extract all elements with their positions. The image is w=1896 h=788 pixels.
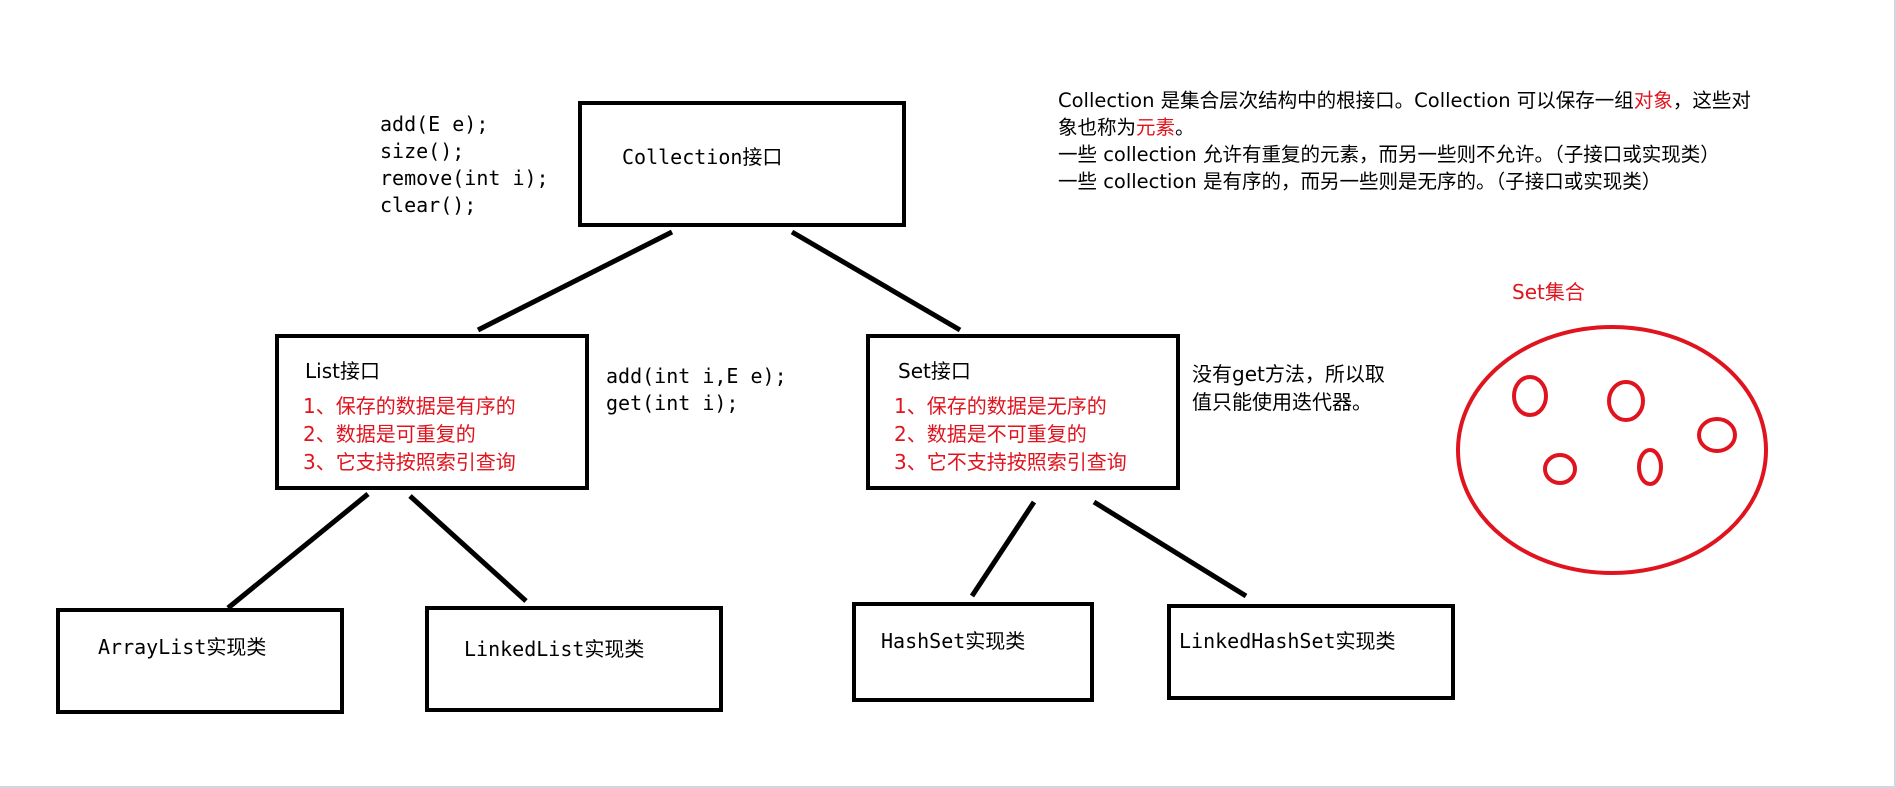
method-text: add(int i,E e); [606, 364, 787, 388]
note-line-2: 象也称为元素。 [1058, 116, 1195, 139]
edge-set-linkedhashset [1092, 499, 1248, 599]
note-line-4: 一些 collection 是有序的，而另一些则是无序的。（子接口或实现类） [1058, 170, 1662, 193]
hashset-label: HashSet实现类 [881, 629, 1026, 653]
list-interface-box: List接口 1、保存的数据是有序的 2、数据是可重复的 3、它支持按照索引查询 [275, 334, 589, 490]
set-element [1607, 380, 1645, 422]
edge-set-hashset [969, 500, 1037, 598]
set-illustration-label: Set集合 [1512, 280, 1585, 304]
note-line-1: Collection 是集合层次结构中的根接口。Collection 可以保存一… [1058, 89, 1751, 112]
collection-description: Collection 是集合层次结构中的根接口。Collection 可以保存一… [1058, 87, 1751, 195]
method-text: clear(); [380, 193, 477, 217]
list-methods: add(int i,E e); get(int i); [606, 363, 787, 417]
set-note-line: 没有get方法，所以取 [1192, 362, 1385, 386]
collection-interface-label: Collection接口 [622, 145, 783, 169]
method-text: get(int i); [606, 391, 739, 415]
set-iterator-note: 没有get方法，所以取 值只能使用迭代器。 [1192, 360, 1385, 416]
list-point: 2、数据是可重复的 [303, 422, 476, 446]
collection-methods: add(E e); size(); remove(int i); clear()… [380, 111, 549, 219]
set-element [1512, 375, 1548, 417]
highlight-objects: 对象 [1633, 89, 1673, 112]
list-point: 3、它支持按照索引查询 [303, 450, 516, 474]
set-element [1697, 417, 1737, 453]
method-text: remove(int i); [380, 166, 549, 190]
method-text: size(); [380, 139, 465, 163]
highlight-elements: 元素 [1136, 116, 1176, 139]
set-point: 2、数据是不可重复的 [894, 422, 1087, 446]
linkedlist-label: LinkedList实现类 [464, 637, 645, 661]
linkedhashset-label: LinkedHashSet实现类 [1179, 629, 1396, 653]
method-text: add(E e); [380, 112, 489, 136]
hashset-box: HashSet实现类 [852, 602, 1094, 702]
linkedhashset-box: LinkedHashSet实现类 [1167, 604, 1455, 700]
edge-collection-list [476, 229, 674, 333]
note-line-3: 一些 collection 允许有重复的元素，而另一些则不允许。（子接口或实现类… [1058, 143, 1720, 166]
set-point: 1、保存的数据是无序的 [894, 394, 1107, 418]
collection-interface-box: Collection接口 [578, 101, 906, 227]
set-interface-title: Set接口 [898, 359, 971, 383]
list-interface-points: 1、保存的数据是有序的 2、数据是可重复的 3、它支持按照索引查询 [303, 392, 516, 476]
set-note-line: 值只能使用迭代器。 [1192, 390, 1372, 414]
set-interface-box: Set接口 1、保存的数据是无序的 2、数据是不可重复的 3、它不支持按照索引查… [866, 334, 1180, 490]
arraylist-box: ArrayList实现类 [56, 608, 344, 714]
arraylist-label: ArrayList实现类 [98, 635, 267, 659]
edge-collection-set [790, 229, 962, 333]
set-element [1543, 453, 1577, 485]
list-interface-title: List接口 [305, 359, 380, 383]
set-element [1637, 448, 1663, 486]
list-point: 1、保存的数据是有序的 [303, 394, 516, 418]
edge-list-linkedlist [408, 494, 528, 603]
linkedlist-box: LinkedList实现类 [425, 606, 723, 712]
set-circle [1456, 325, 1768, 575]
set-interface-points: 1、保存的数据是无序的 2、数据是不可重复的 3、它不支持按照索引查询 [894, 392, 1127, 476]
edge-list-arraylist [226, 492, 370, 610]
set-point: 3、它不支持按照索引查询 [894, 450, 1127, 474]
